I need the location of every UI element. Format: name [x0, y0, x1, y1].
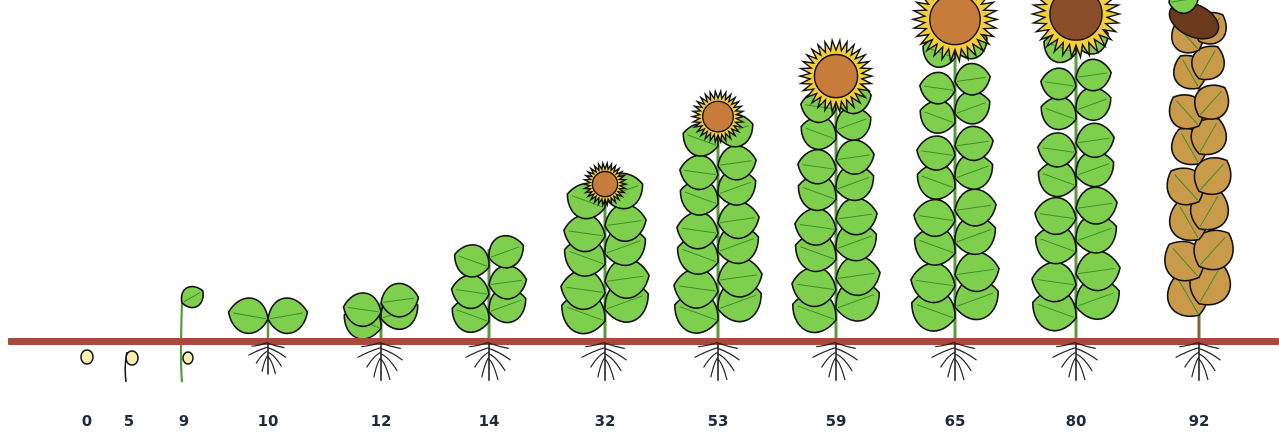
seed: [183, 352, 193, 364]
root-branch: [262, 355, 268, 372]
stage-day-0: [81, 350, 93, 364]
plants-layer: [81, 0, 1243, 382]
day-label: 12: [361, 412, 401, 430]
root-branch: [605, 359, 614, 380]
root-branch: [695, 348, 718, 358]
root-branch: [718, 359, 727, 380]
root-system: [358, 342, 403, 381]
day-label: 10: [248, 412, 288, 430]
root-system: [932, 342, 977, 381]
root-branch: [1199, 349, 1221, 361]
root-branch: [1053, 348, 1076, 358]
root-branch: [489, 349, 511, 361]
root-branch: [582, 348, 605, 358]
day-label: 92: [1179, 412, 1219, 430]
root-branch: [358, 348, 381, 358]
root-branch: [932, 348, 955, 358]
root-system: [1053, 342, 1098, 381]
day-label: 0: [67, 412, 107, 430]
root-system: [582, 342, 627, 381]
day-label: 59: [816, 412, 856, 430]
root-branch: [955, 349, 977, 361]
soil-line: [8, 338, 1279, 345]
root-branch: [381, 349, 403, 361]
seed: [126, 351, 138, 365]
root-branch: [1076, 349, 1098, 361]
stage-day-59: [786, 40, 886, 339]
root-branch: [482, 358, 489, 378]
root-branch: [1176, 348, 1199, 358]
root-branch: [955, 359, 964, 380]
root-branch: [374, 358, 381, 378]
day-label: 5: [109, 412, 149, 430]
root-branch: [268, 348, 286, 358]
root-branch: [249, 347, 269, 355]
day-label: 14: [469, 412, 509, 430]
root-branch: [466, 348, 489, 358]
root-branch: [381, 359, 390, 380]
roots-layer: [249, 342, 1221, 381]
stage-day-5: [125, 351, 138, 382]
flower-disc: [930, 0, 980, 45]
day-label: 65: [935, 412, 975, 430]
root-branch: [605, 349, 627, 361]
flower-disc: [814, 55, 857, 98]
stage-day-92: [1155, 0, 1244, 338]
root-branch: [268, 357, 276, 374]
stage-day-80: [1026, 0, 1126, 338]
root-branch: [718, 349, 740, 361]
day-label: 53: [698, 412, 738, 430]
root-branch: [1076, 359, 1085, 380]
stage-day-53: [668, 91, 768, 339]
root-branch: [711, 358, 718, 378]
day-label: 32: [585, 412, 625, 430]
stage-day-14: [446, 230, 531, 338]
radicle: [125, 352, 127, 382]
root-branch: [1192, 358, 1199, 378]
root-branch: [1199, 359, 1208, 380]
root-system: [695, 342, 740, 381]
root-system: [1176, 342, 1221, 381]
root-branch: [836, 359, 845, 380]
flower-disc: [592, 172, 617, 197]
root-branch: [1069, 358, 1076, 378]
root-branch: [829, 358, 836, 378]
stage-day-9: [177, 282, 208, 382]
root-system: [813, 342, 858, 381]
root-branch: [813, 348, 836, 358]
day-label: 9: [164, 412, 204, 430]
stage-day-65: [905, 0, 1005, 338]
root-system: [466, 342, 511, 381]
root-system: [249, 343, 287, 375]
root-branch: [598, 358, 605, 378]
root-branch: [836, 349, 858, 361]
root-branch: [489, 359, 498, 380]
seed: [81, 350, 93, 364]
root-branch: [948, 358, 955, 378]
stage-day-12: [338, 281, 423, 345]
day-label: 80: [1056, 412, 1096, 430]
flower-disc: [703, 101, 734, 132]
stage-day-10: [226, 295, 311, 338]
stage-day-32: [555, 163, 655, 340]
